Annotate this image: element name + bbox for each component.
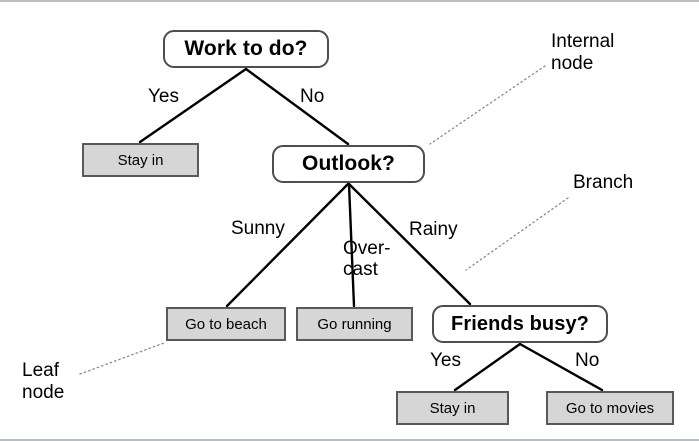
leaf-node-stay_in_1[interactable]: Stay in: [82, 143, 199, 177]
node-label: Friends busy?: [451, 312, 589, 335]
internal-node-root[interactable]: Work to do?: [163, 30, 329, 68]
edge-label-label-yes-root: Yes: [148, 86, 179, 107]
node-label: Go to beach: [185, 315, 267, 333]
leaf-node-go_to_movies[interactable]: Go to movies: [546, 391, 674, 425]
tree-edge-outlook-rainy: [347, 182, 472, 306]
annotation-leader-internal-node: [429, 65, 546, 145]
tree-edge-friends-yes: [453, 342, 522, 392]
node-label: Work to do?: [184, 37, 308, 60]
annotation-branch: Branch: [573, 172, 634, 193]
edge-label-label-yes-friends: Yes: [430, 350, 461, 371]
tree-edge-root-no: [244, 67, 350, 146]
leaf-node-go_to_beach[interactable]: Go to beach: [166, 307, 286, 341]
node-label: Stay in: [429, 399, 476, 417]
edge-label-label-rainy: Rainy: [409, 219, 458, 240]
annotation-leader-leaf-node: [79, 342, 165, 375]
leaf-node-stay_in_2[interactable]: Stay in: [396, 391, 509, 425]
internal-node-outlook[interactable]: Outlook?: [272, 145, 425, 183]
leaf-node-go_running[interactable]: Go running: [296, 307, 413, 341]
tree-edge-friends-no: [518, 342, 604, 392]
edge-label-label-overcast: Over- cast: [343, 238, 391, 281]
node-label: Go to movies: [565, 399, 655, 417]
tree-edge-outlook-sunny: [225, 182, 350, 308]
edge-label-label-no-root: No: [300, 86, 325, 107]
tree-edge-outlook-overcast: [347, 182, 356, 308]
node-label: Outlook?: [302, 152, 395, 175]
annotation-internal-node: Internal node: [551, 31, 615, 75]
tree-edge-root-yes: [138, 67, 248, 144]
node-label: Go running: [317, 315, 392, 333]
annotation-leader-branch: [465, 197, 569, 271]
node-label: Stay in: [117, 151, 164, 169]
edge-label-label-no-friends: No: [575, 350, 600, 371]
edge-label-label-sunny: Sunny: [231, 218, 285, 239]
internal-node-friends_busy[interactable]: Friends busy?: [432, 305, 608, 343]
annotation-leaf-node: Leaf node: [22, 360, 65, 404]
